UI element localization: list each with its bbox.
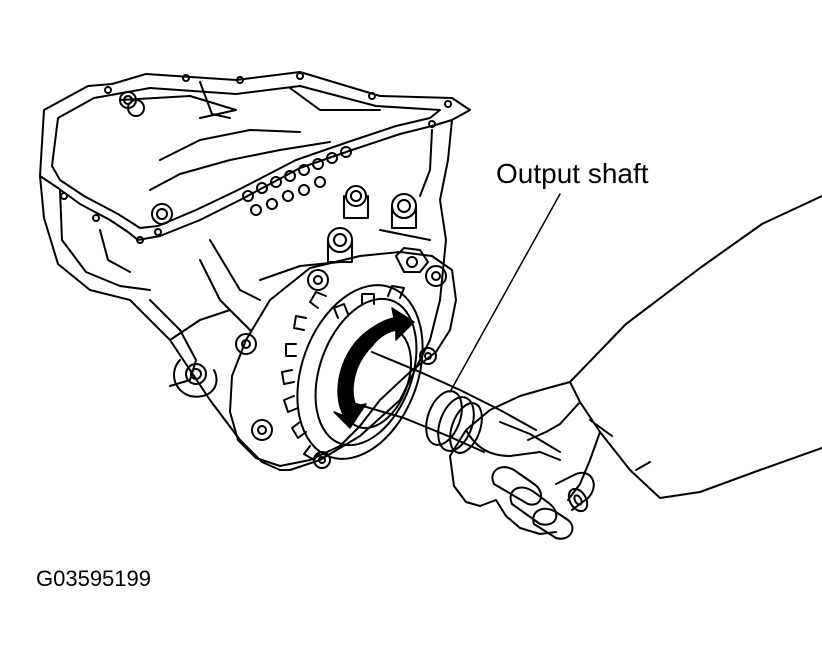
output-gear — [281, 284, 424, 461]
hand-illustration — [449, 195, 822, 540]
callout-leader-line — [449, 193, 561, 393]
output-shaft — [355, 351, 537, 454]
output-shaft-label: Output shaft — [496, 158, 649, 189]
figure-code: G03595199 — [36, 566, 151, 591]
rear-housing-flange — [229, 247, 457, 469]
double-headed-curved-arrow-icon — [333, 307, 415, 429]
transmission-case — [39, 71, 471, 471]
